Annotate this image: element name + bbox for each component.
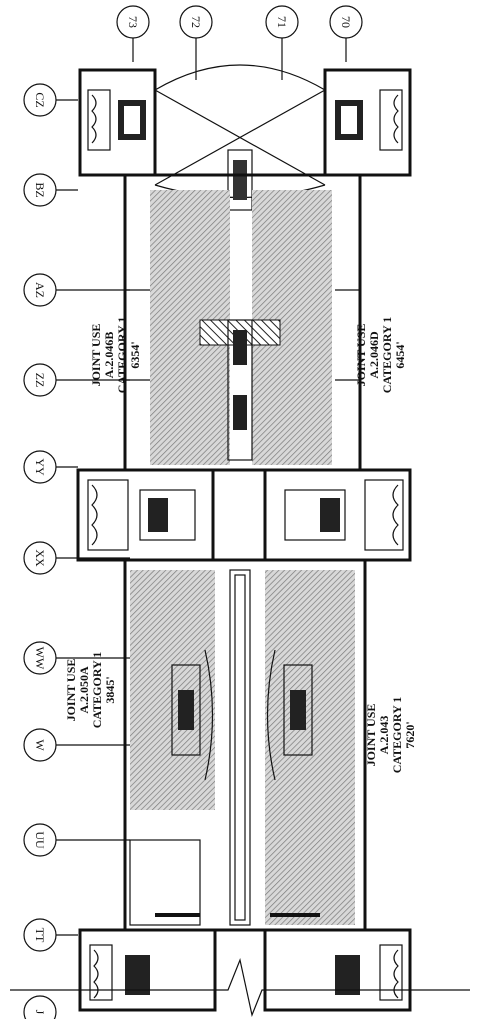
- area-a2046d-line3: CATEGORY 1: [380, 317, 394, 394]
- grid-label-bz: BZ: [33, 182, 47, 197]
- grid-label-73: 73: [126, 16, 140, 28]
- grid-label-cz: CZ: [33, 92, 47, 107]
- grid-label-ww: WW: [33, 647, 47, 670]
- grid-bubble-j: J: [23, 995, 57, 1019]
- grid-label-yy: YY: [33, 458, 47, 476]
- upper-wing: [123, 173, 362, 472]
- area-label-a2050a: JOINT USE A.2.050A CATEGORY 1 3845': [64, 652, 117, 729]
- top-stair-block: [78, 64, 412, 211]
- grid-label-71: 71: [275, 16, 289, 28]
- area-a2043-line3: CATEGORY 1: [390, 697, 404, 774]
- grid-bubble-zz: ZZ: [23, 363, 130, 397]
- area-a2043-line2: A.2.043: [377, 716, 391, 755]
- grid-bubble-70: 70: [329, 5, 363, 62]
- bottom-stair-block: [78, 928, 412, 1012]
- grid-bubble-72: 72: [179, 5, 213, 80]
- grid-label-j: J: [33, 1010, 47, 1015]
- grid-bubble-xx: XX: [23, 541, 130, 575]
- grid-label-zz: ZZ: [33, 373, 47, 388]
- area-a2046b-line2: A.2.046B: [102, 332, 116, 379]
- grid-bubble-71: 71: [265, 5, 299, 80]
- area-a2046b-line3: CATEGORY 1: [115, 317, 129, 394]
- grid-bubble-yy: YY: [23, 450, 78, 484]
- grid-label-72: 72: [189, 16, 203, 28]
- area-a2050a-line4: 3845': [103, 676, 117, 703]
- grid-bubble-uu: UU: [23, 823, 130, 857]
- grid-bubble-73: 73: [116, 5, 150, 62]
- area-a2046d-line4: 6454': [393, 341, 407, 368]
- area-a2046d-line2: A.2.046D: [367, 331, 381, 379]
- grid-bubble-az: AZ: [23, 273, 130, 307]
- area-a2043-line4: 7620': [403, 721, 417, 748]
- area-label-a2046d: JOINT USE A.2.046D CATEGORY 1 6454': [354, 317, 407, 394]
- lower-wing: [123, 558, 367, 932]
- area-a2043-line1: JOINT USE: [364, 704, 378, 767]
- break-line: [10, 957, 470, 1018]
- area-label-a2043: JOINT USE A.2.043 CATEGORY 1 7620': [364, 697, 417, 774]
- grid-label-uu: UU: [33, 831, 47, 849]
- area-a2046b-line1: JOINT USE: [89, 324, 103, 387]
- grid-bubble-tt: TT: [23, 918, 78, 952]
- area-a2046b-line4: 6354': [128, 341, 142, 368]
- area-a2050a-line3: CATEGORY 1: [90, 652, 104, 729]
- middle-stair-block: [76, 468, 412, 562]
- grid-bubble-ww: WW: [23, 641, 130, 675]
- grid-label-xx: XX: [33, 549, 47, 567]
- grid-label-az: AZ: [33, 282, 47, 298]
- area-a2046d-line1: JOINT USE: [354, 324, 368, 387]
- grid-label-70: 70: [339, 16, 353, 28]
- grid-bubble-cz: CZ: [23, 83, 78, 117]
- grid-label-w: W: [33, 739, 47, 751]
- grid-label-tt: TT: [33, 928, 47, 943]
- area-a2050a-line1: JOINT USE: [64, 659, 78, 722]
- area-a2050a-line2: A.2.050A: [77, 666, 91, 714]
- grid-bubble-w: W: [23, 728, 130, 762]
- area-label-a2046b: JOINT USE A.2.046B CATEGORY 1 6354': [89, 317, 142, 394]
- grid-bubble-bz: BZ: [23, 173, 78, 207]
